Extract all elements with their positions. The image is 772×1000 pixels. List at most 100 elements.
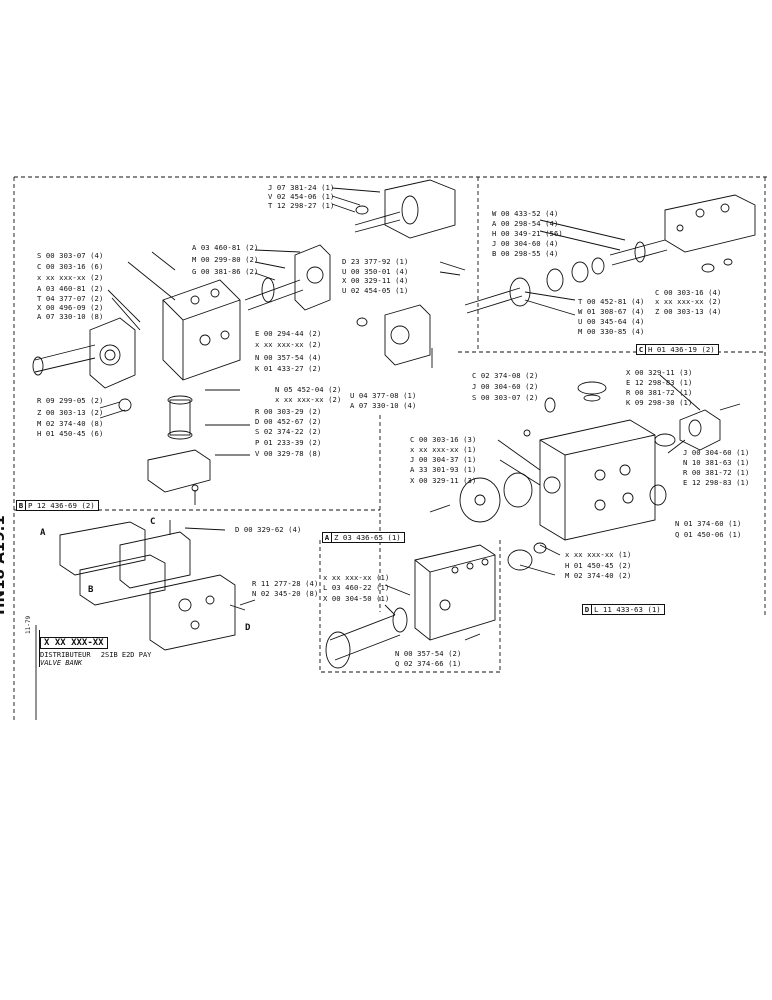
- callout: S 00 303-07 (2): [472, 393, 539, 402]
- callout: R 00 381-72 (1): [626, 388, 693, 397]
- callout: D 00 452-67 (2): [255, 417, 322, 426]
- group-box-c: C H 01 436-19 (2): [636, 344, 719, 355]
- callout: A 33 301-93 (1): [410, 465, 477, 474]
- sheet-code: HN18 A19.1: [0, 515, 8, 615]
- part-number: X XX XXX-XX: [40, 637, 108, 649]
- callout: U 00 345-64 (4): [578, 317, 645, 326]
- callout: W 00 433-52 (4): [492, 209, 559, 218]
- callout: E 12 298-83 (1): [683, 478, 750, 487]
- callout: G 00 381-86 (2): [192, 267, 259, 276]
- callout: J 00 304-60 (1): [683, 448, 750, 457]
- assembly-letter-a: A: [40, 528, 46, 538]
- group-ref-a: Z 03 436-65 (1): [334, 533, 401, 542]
- callout: V 02 454-06 (1): [268, 192, 335, 201]
- callout: N 00 357-54 (2): [395, 649, 462, 658]
- callout: E 12 298-83 (1): [626, 378, 693, 387]
- callout: J 00 304-60 (4): [492, 239, 559, 248]
- callout: A 00 298-54 (4): [492, 219, 559, 228]
- callout: S 00 303-07 (4): [37, 251, 104, 260]
- callout: C 00 303-16 (4): [655, 288, 722, 297]
- group-tag-d: D: [583, 605, 592, 614]
- group-ref-d: L 11 433-63 (1): [594, 605, 661, 614]
- group-tag-a: A: [323, 533, 332, 542]
- callout: T 00 452-81 (4): [578, 297, 645, 306]
- callout: x xx xxx-xx (2): [255, 340, 322, 349]
- callout: N 00 357-54 (4): [255, 353, 322, 362]
- callout: N 10 381-63 (1): [683, 458, 750, 467]
- callout: Z 00 303-13 (2): [37, 408, 104, 417]
- sheet-date: 11-79: [25, 615, 32, 634]
- group-ref-b: P 12 436-69 (2): [28, 501, 95, 510]
- callout: J 07 381-24 (1): [268, 183, 335, 192]
- callout: x xx xxx-xx (2): [275, 395, 342, 404]
- callout: S 02 374-22 (2): [255, 427, 322, 436]
- callout: R 00 303-29 (2): [255, 407, 322, 416]
- callout: X 00 329-11 (3): [410, 476, 477, 485]
- assembly-letter-c: C: [150, 517, 156, 527]
- callout: X 00 304-50 (1): [323, 594, 390, 603]
- assembly-letter-b: B: [88, 585, 94, 595]
- model-code: 2SIB E2D PAY: [100, 651, 152, 659]
- callout: Q 02 374-66 (1): [395, 659, 462, 668]
- callout: X 00 329-11 (3): [626, 368, 693, 377]
- callout: D 00 329-62 (4): [235, 525, 302, 534]
- callout: N 05 452-04 (2): [275, 385, 342, 394]
- callout: R 11 277-28 (4): [252, 579, 319, 588]
- callout: A 03 460-81 (2): [37, 284, 104, 293]
- callout: C 00 303-16 (6): [37, 262, 104, 271]
- callout: M 02 374-40 (8): [37, 419, 104, 428]
- callout: x xx xxx-xx (1): [565, 550, 632, 559]
- callout: M 00 299-80 (2): [192, 255, 259, 264]
- callout: K 09 298-30 (1): [626, 398, 693, 407]
- callout: C 00 303-16 (3): [410, 435, 477, 444]
- callout: R 00 381-72 (1): [683, 468, 750, 477]
- callout: C 02 374-08 (2): [472, 371, 539, 380]
- callout: P 01 233-39 (2): [255, 438, 322, 447]
- callout: A 07 330-10 (4): [350, 401, 417, 410]
- callout: W 01 308-67 (4): [578, 307, 645, 316]
- callout: B 00 298-55 (4): [492, 249, 559, 258]
- callout: T 12 298-27 (1): [268, 201, 335, 210]
- group-box-b: B P 12 436-69 (2): [16, 500, 99, 511]
- title-block: X XX XXX-XX DISTRIBUTEUR 2SIB E2D PAY VA…: [39, 630, 170, 667]
- callout: V 00 329-78 (8): [255, 449, 322, 458]
- callout: A 03 460-81 (2): [192, 243, 259, 252]
- title-line-1: DISTRIBUTEUR 2SIB E2D PAY: [40, 651, 170, 659]
- callout: D 23 377-92 (1): [342, 257, 409, 266]
- callout: Q 01 450-06 (1): [675, 530, 742, 539]
- callout: Z 00 303-13 (4): [655, 307, 722, 316]
- group-ref-c: H 01 436-19 (2): [648, 345, 715, 354]
- callout: M 00 330-85 (4): [578, 327, 645, 336]
- callout: T 04 377-07 (2): [37, 294, 104, 303]
- callout: X 00 329-11 (4): [342, 276, 409, 285]
- callout: N 02 345-20 (8): [252, 589, 319, 598]
- callout: L 03 460-22 (1): [323, 583, 390, 592]
- title-fr: DISTRIBUTEUR: [40, 651, 91, 659]
- callout: U 00 350-01 (4): [342, 267, 409, 276]
- callout: x xx xxx-xx (1): [323, 573, 390, 582]
- callout: M 02 374-40 (2): [565, 571, 632, 580]
- group-tag-c: C: [637, 345, 646, 354]
- callout: x xx xxx-xx (2): [37, 273, 104, 282]
- callout: U 02 454-05 (1): [342, 286, 409, 295]
- callout: H 01 450-45 (6): [37, 429, 104, 438]
- callout: J 00 304-37 (1): [410, 455, 477, 464]
- callout: N 01 374-60 (1): [675, 519, 742, 528]
- callout: J 00 304-60 (2): [472, 382, 539, 391]
- assembly-letter-d: D: [245, 623, 251, 633]
- callout: R 09 299-05 (2): [37, 396, 104, 405]
- group-box-a: A Z 03 436-65 (1): [322, 532, 405, 543]
- callout: K 01 433-27 (2): [255, 364, 322, 373]
- callout: H 00 349-21 (56): [492, 229, 563, 238]
- callout: U 04 377-08 (1): [350, 391, 417, 400]
- callout: E 00 294-44 (2): [255, 329, 322, 338]
- callout: X 00 496-09 (2): [37, 303, 104, 312]
- title-en: VALVE BANK: [40, 659, 83, 667]
- callout: x xx xxx-xx (2): [655, 297, 722, 306]
- callout: x xx xxx-xx (1): [410, 445, 477, 454]
- callout: A 07 330-10 (8): [37, 312, 104, 321]
- callout: H 01 450-45 (2): [565, 561, 632, 570]
- group-box-d: D L 11 433-63 (1): [582, 604, 665, 615]
